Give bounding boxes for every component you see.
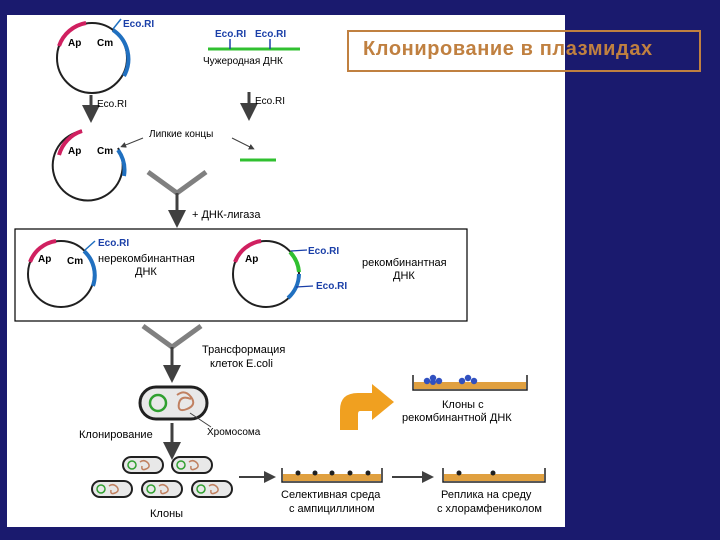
foreign-dna-label: Чужеродная ДНК (203, 56, 283, 67)
cm-gene-arc (84, 251, 95, 286)
eco-label: Eco.RI (308, 246, 339, 257)
ap-label: Ap (245, 254, 258, 265)
diagram-canvas: Ap Cm Eco.RI Eco.RI Eco.RI Чужеродная ДН… (7, 15, 565, 527)
ap-label: Ap (38, 254, 51, 265)
cm-label: Cm (97, 38, 113, 49)
clone-cell (192, 481, 232, 497)
eco-site-marker (113, 19, 121, 29)
clone-cell (142, 481, 182, 497)
dna-label: ДНК (393, 270, 415, 282)
recombinant-clones-label: Клоны с (442, 399, 484, 411)
cm-label: Cm (97, 146, 113, 157)
ligase-funnel: + ДНК-лигаза (148, 172, 261, 221)
cloning-label: Клонирование (79, 429, 153, 441)
plasmid-recombinant: Ap Eco.RI Eco.RI рекомбинантная ДНК (233, 241, 447, 307)
digest-arrows: Eco.RI Eco.RI (91, 92, 285, 114)
plate-chloramphenicol: Реплика на среду с хлорамфениколом (437, 468, 545, 515)
bacterial-cell: Хромосома (140, 387, 261, 438)
clones-label: Клоны (150, 508, 183, 520)
eco-site-marker (85, 241, 95, 250)
foreign-dna: Eco.RI Eco.RI Чужеродная ДНК (203, 29, 300, 67)
pointer-line (232, 138, 252, 148)
ap-label: Ap (68, 146, 81, 157)
title-box: Клонирование в плазмидах (347, 30, 701, 72)
eco-label: Eco.RI (97, 99, 127, 110)
eco-label: Eco.RI (316, 281, 347, 292)
eco-label: Eco.RI (215, 29, 246, 40)
replica-label: Реплика на среду (441, 489, 532, 501)
plasmid-nonrecombinant: Ap Cm Eco.RI нерекомбинантная ДНК (28, 238, 195, 307)
transformation-label: Трансформация (202, 344, 285, 356)
pointer-line (123, 138, 143, 146)
transformation-funnel: Трансформация клеток E.coli (143, 326, 285, 374)
plate-recombinant-clones: Клоны с рекомбинантной ДНК (402, 375, 527, 424)
recombinant-clones-label: рекомбинантной ДНК (402, 412, 512, 424)
cm-gene-arc (113, 30, 128, 76)
plasmid-original: Ap Cm Eco.RI (57, 19, 154, 93)
eco-label: Eco.RI (255, 96, 285, 107)
colony-cluster (424, 375, 442, 385)
transformation-label: клеток E.coli (210, 358, 273, 370)
plasmid-cut: Ap Cm Липкие концы (53, 129, 276, 201)
diagram-panel: Ap Cm Eco.RI Eco.RI Eco.RI Чужеродная ДН… (7, 15, 565, 527)
nonrecombinant-label: нерекомбинантная (98, 253, 195, 265)
curved-arrow (340, 384, 394, 430)
insert-arc (290, 252, 299, 272)
page-title: Клонирование в плазмидах (363, 38, 653, 61)
clone-cells (92, 457, 232, 497)
eco-site-marker (291, 250, 307, 251)
clone-cell (123, 457, 163, 473)
sticky-ends-label: Липкие концы (149, 129, 213, 140)
dna-label: ДНК (135, 266, 157, 278)
cm-label: Cm (67, 256, 83, 267)
selective-medium-label: Селективная среда (281, 489, 381, 501)
eco-label: Eco.RI (255, 29, 286, 40)
eco-label: Eco.RI (123, 19, 154, 30)
chromosome-label: Хромосома (207, 427, 261, 438)
ap-label: Ap (68, 38, 81, 49)
replica-label: с хлорамфениколом (437, 503, 542, 515)
selective-medium-label: с ампициллином (289, 503, 375, 515)
plate-ampicillin: Селективная среда с ампициллином (281, 468, 382, 515)
recombinant-label: рекомбинантная (362, 257, 447, 269)
eco-label: Eco.RI (98, 238, 129, 249)
ligase-label: + ДНК-лигаза (192, 209, 261, 221)
clone-cell (92, 481, 132, 497)
clone-cell (172, 457, 212, 473)
cm-gene-arc (288, 274, 299, 298)
